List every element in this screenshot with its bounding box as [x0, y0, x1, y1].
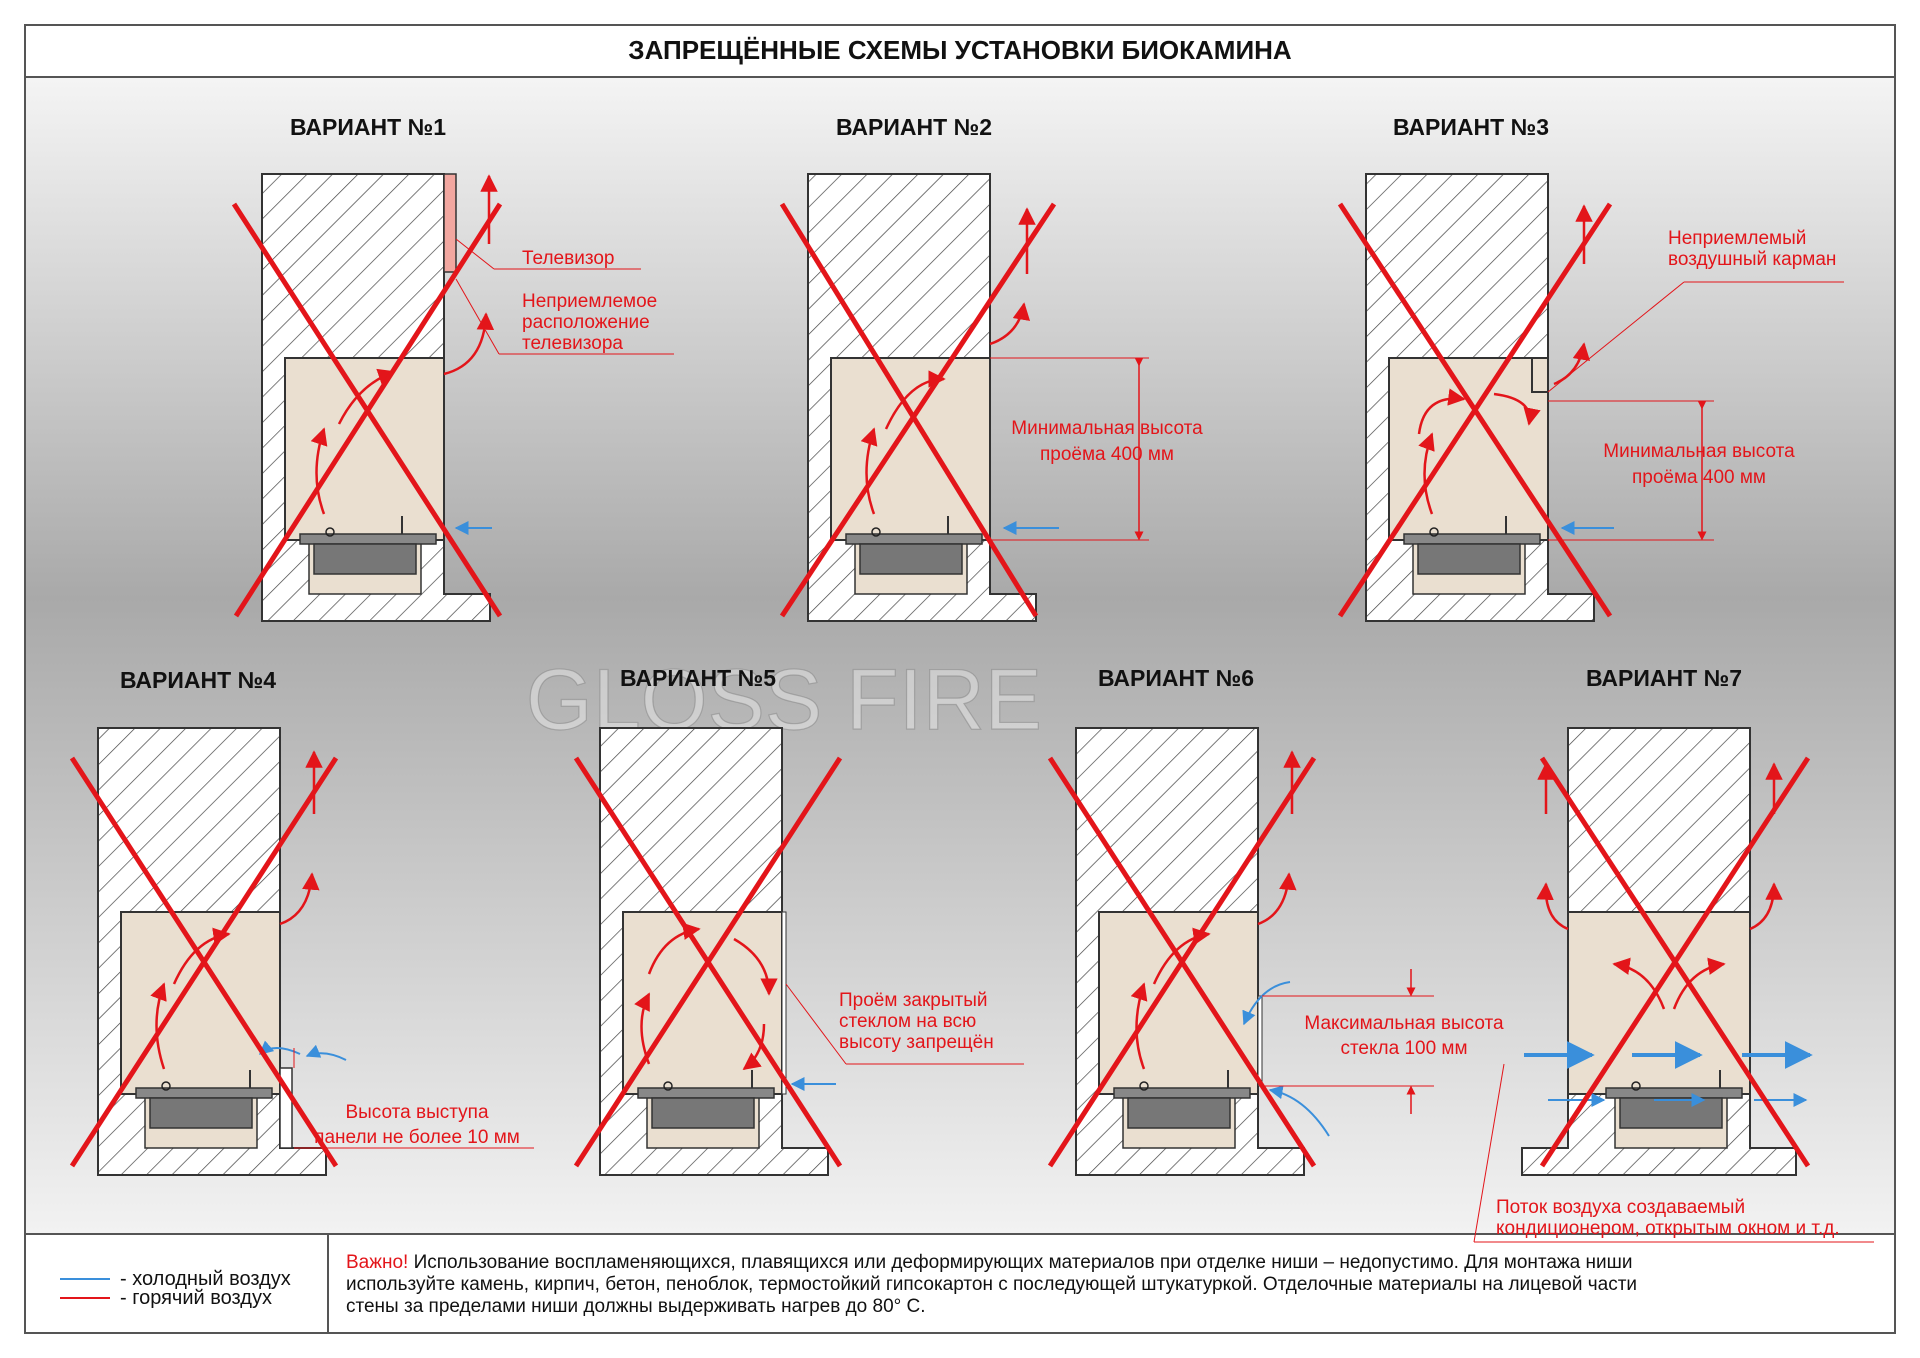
wall-top	[1567, 727, 1751, 913]
burner-top	[1403, 533, 1541, 545]
annotation-tv-placement-1: Неприемлемое	[522, 291, 657, 312]
niche	[1098, 911, 1259, 1095]
niche	[1567, 911, 1751, 1095]
burner-tank	[149, 1097, 253, 1129]
niche	[622, 911, 783, 1095]
burner-top	[845, 533, 983, 545]
annotation-glass-2: стеклом на всю	[839, 1011, 976, 1032]
cross-line	[779, 202, 1057, 618]
annotation-v3-height-2: проёма 400 мм	[1632, 467, 1766, 488]
burner-top	[1605, 1087, 1743, 1099]
footer-note: Важно! Использование воспламеняющихся, п…	[346, 1252, 1637, 1317]
burner-tank	[1619, 1097, 1723, 1129]
niche	[284, 357, 445, 541]
variant-2: ВАРИАНТ №2 Минимальная высота проёма 400…	[779, 114, 1203, 622]
page-title: ЗАПРЕЩЁННЫЕ СХЕМЫ УСТАНОВКИ БИОКАМИНА	[628, 35, 1292, 65]
burner-top	[299, 533, 437, 545]
burner-top	[135, 1087, 273, 1099]
annotation-airflow-2: кондиционером, открытым окном и т.д.	[1496, 1218, 1840, 1239]
cross-line	[231, 202, 503, 618]
niche	[120, 911, 281, 1095]
variant-4: ВАРИАНТ №4 Высота выступа панели не боле…	[69, 667, 534, 1176]
niche	[830, 357, 991, 541]
important-label: Важно!	[346, 1252, 408, 1273]
annotation-v2-height-2: проёма 400 мм	[1040, 444, 1174, 465]
air-pocket	[1531, 358, 1548, 393]
variant-3-label: ВАРИАНТ №3	[1393, 114, 1549, 140]
annotation-tv: Телевизор	[522, 248, 614, 269]
burner-tank	[651, 1097, 755, 1129]
annotation-v6-glass-2: стекла 100 мм	[1340, 1038, 1467, 1059]
annotation-tv-placement-2: расположение	[522, 312, 650, 333]
variant-4-label: ВАРИАНТ №4	[120, 667, 276, 693]
variant-5: ВАРИАНТ №5 Проём закрытый стеклом на всю…	[573, 665, 1024, 1176]
legend-cold-label: - холодный воздух	[120, 1268, 291, 1290]
cross-line	[1539, 756, 1811, 1168]
annotation-glass-1: Проём закрытый	[839, 990, 987, 1011]
annotation-panel-1: Высота выступа	[345, 1102, 488, 1123]
footer-line-3: стены за пределами ниши должны выдержива…	[346, 1296, 926, 1317]
diagram-canvas: ЗАПРЕЩЁННЫЕ СХЕМЫ УСТАНОВКИ БИОКАМИНА GL…	[24, 24, 1896, 1334]
burner-tank	[1417, 543, 1521, 575]
annotation-tv-placement-3: телевизора	[522, 333, 623, 354]
annotation-glass-3: высоту запрещён	[839, 1032, 994, 1053]
annotation-v3-height-1: Минимальная высота	[1603, 441, 1795, 462]
burner-tank	[313, 543, 417, 575]
variant-6: ВАРИАНТ №6 Максимальная высота стекла 10…	[1047, 665, 1504, 1176]
variant-2-label: ВАРИАНТ №2	[836, 114, 992, 140]
header-bar	[24, 24, 1896, 78]
glass-panel	[1257, 995, 1263, 1087]
annotation-air-pocket-2: воздушный карман	[1668, 249, 1836, 270]
burner-tank	[859, 543, 963, 575]
annotation-v2-height-1: Минимальная высота	[1011, 418, 1203, 439]
footer-line-1: Важно! Использование воспламеняющихся, п…	[346, 1252, 1632, 1273]
watermark-logo: GLOSS FIRE	[526, 652, 1042, 748]
legend-hot-label: - горячий воздух	[120, 1287, 272, 1309]
burner-top	[637, 1087, 775, 1099]
variant-1: ВАРИАНТ №1 Телевизор Неприемлемое распол…	[231, 114, 674, 622]
variant-7: ВАРИАНТ №7 Поток воздуха создаваемый кон…	[1473, 665, 1874, 1243]
variant-1-label: ВАРИАНТ №1	[290, 114, 446, 140]
annotation-airflow-1: Поток воздуха создаваемый	[1496, 1197, 1745, 1218]
variant-5-label: ВАРИАНТ №5	[620, 665, 776, 691]
variant-7-label: ВАРИАНТ №7	[1586, 665, 1742, 691]
footer-line-1-text: Использование воспламеняющихся, плавящих…	[408, 1252, 1632, 1273]
cross-line	[573, 756, 843, 1168]
cross-line	[1337, 202, 1613, 618]
cross-line	[1047, 756, 1317, 1168]
burner-tank	[1127, 1097, 1231, 1129]
footer-bar	[24, 1233, 1896, 1334]
tv-panel	[443, 173, 457, 273]
legend: - холодный воздух - горячий воздух	[60, 1268, 291, 1309]
cross-line	[69, 756, 339, 1168]
cross-line	[779, 202, 1039, 618]
niche	[1388, 357, 1549, 541]
footer-line-2: используйте камень, кирпич, бетон, пеноб…	[346, 1274, 1637, 1295]
variant-3: ВАРИАНТ №3 Неприемлемый воздушный карман…	[1337, 114, 1844, 622]
burner-top	[1113, 1087, 1251, 1099]
annotation-panel-2: панели не более 10 мм	[314, 1127, 520, 1148]
glass-panel	[781, 911, 787, 1095]
annotation-v6-glass-1: Максимальная высота	[1304, 1013, 1504, 1034]
variant-6-label: ВАРИАНТ №6	[1098, 665, 1254, 691]
annotation-air-pocket-1: Неприемлемый	[1668, 228, 1806, 249]
